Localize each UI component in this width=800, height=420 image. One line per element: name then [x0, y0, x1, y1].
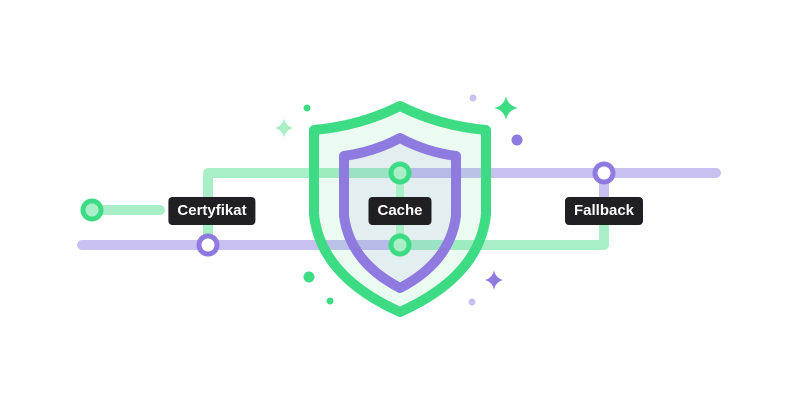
node-fallback [592, 161, 616, 185]
decor-dot [469, 94, 477, 102]
decor-dot [468, 298, 476, 306]
decor-dot [303, 104, 311, 112]
sparkle-icon [494, 96, 518, 120]
decor-dot [303, 271, 315, 283]
sparkle-icon [485, 270, 503, 290]
decor-dot [326, 297, 334, 305]
node-certificate [196, 233, 220, 257]
decor-dot [511, 134, 523, 146]
label-fallback: Fallback [564, 197, 644, 225]
node-start [80, 198, 104, 222]
label-certificate: Certyfikat [168, 197, 256, 225]
node-cache-bottom [388, 233, 412, 257]
label-cache: Cache [368, 197, 432, 225]
connector-line-green-bottom [395, 220, 609, 250]
node-cache-top [388, 161, 412, 185]
sparkle-icon [275, 118, 293, 138]
